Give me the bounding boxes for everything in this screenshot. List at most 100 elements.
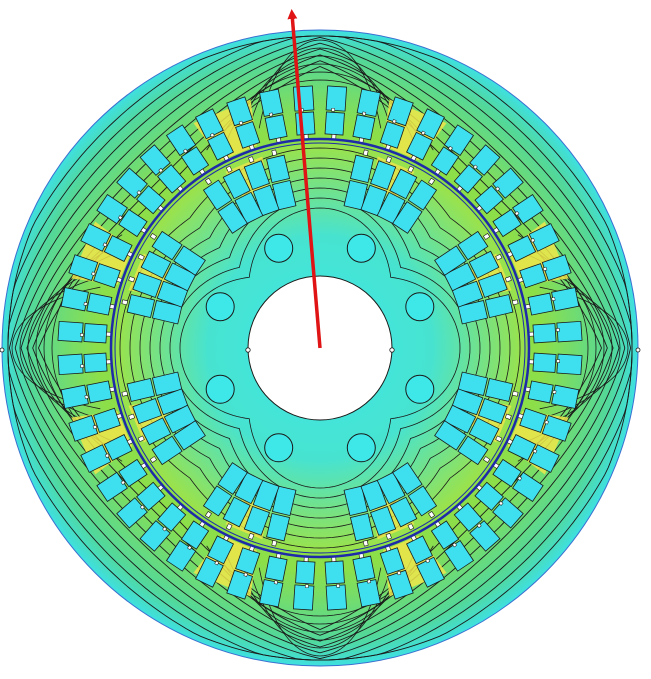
rotor-slot — [343, 149, 374, 211]
stator-slot-marker — [336, 583, 340, 588]
rotor-flux-line — [179, 207, 461, 489]
rotor-slots — [121, 149, 519, 547]
rotor-slot — [376, 165, 418, 225]
stator-pole-flux-line — [258, 39, 382, 129]
rotor-slot-conductor-outer — [349, 154, 374, 184]
rotor-slot-conductor-outer — [266, 512, 291, 542]
stator-slot-conductor-outer — [541, 414, 572, 442]
stator-slot-conductor-outer — [57, 320, 84, 343]
rotor-slot-wedge — [407, 523, 415, 531]
stator-slot-conductor-outer — [57, 353, 84, 376]
rotor-slot-wedge — [495, 435, 503, 443]
stator-pole-flux-line — [539, 286, 629, 410]
stator-slot-conductor-outer — [60, 287, 89, 312]
stator-slot-conductor-outer — [139, 520, 171, 552]
stator-slot-conductor-outer — [386, 96, 414, 127]
stator-slot-marker — [182, 148, 188, 154]
rotor-slot-wedge — [407, 165, 415, 173]
air-gap-ring — [109, 137, 531, 559]
air-gap-ring-inner — [114, 142, 526, 554]
rotor-slot-wedge — [362, 149, 369, 157]
stator-slot-conductor-inner — [86, 380, 113, 404]
rotor-slot-wedge — [271, 149, 278, 157]
rotor-cutout-hole — [205, 292, 235, 322]
stator-slot-marker — [162, 526, 168, 532]
rotor-slot-conductor-outer — [132, 398, 163, 425]
stator-slot-conductor-outer — [292, 85, 315, 112]
stator-slot-conductor-outer — [443, 540, 475, 572]
rotor-slot — [137, 250, 197, 292]
rotor-slot-conductor-outer — [202, 179, 233, 211]
rotor-slot-conductor-outer — [151, 435, 183, 466]
stator-pole-flux-line — [247, 47, 393, 132]
rotor-slot-wedge — [428, 510, 436, 519]
rotor-slot-conductor-inner — [272, 179, 297, 211]
stator-slot-conductor-outer — [356, 579, 381, 608]
stator-slot-marker — [396, 570, 402, 576]
stator-slot-marker — [551, 296, 556, 302]
rotor-slot — [222, 165, 264, 225]
stator-slot-conductor-outer — [165, 124, 197, 156]
stator-slot-conductor-outer — [492, 167, 524, 199]
stator-slot — [80, 434, 134, 473]
rotor-slot-conductor-outer — [457, 230, 489, 261]
stator-slot-conductor-inner — [527, 292, 554, 316]
rotor-slot — [243, 479, 280, 540]
rotor-slot-wedge — [137, 435, 145, 443]
rotor-slot-conductor-inner — [156, 388, 189, 416]
stator-slot-conductor-outer — [356, 88, 381, 117]
rotor-slot — [451, 388, 512, 425]
rotor-cutout-hole — [405, 374, 435, 404]
rotor-slot — [434, 420, 491, 466]
stator-slot-marker — [362, 111, 367, 116]
stator-slot-conductor-outer — [512, 193, 544, 225]
rotor-slot-conductor-outer — [407, 485, 438, 517]
rotor-cutout-hole — [405, 292, 435, 322]
stator-slot — [324, 556, 348, 611]
rotor-slot-conductor-outer — [477, 398, 508, 425]
stator-slot — [226, 96, 261, 152]
stator-flux-line — [20, 48, 620, 648]
rotor-slot-conductor-inner — [217, 462, 248, 495]
stator-slot — [352, 88, 381, 144]
rotor-slot — [343, 485, 374, 547]
rotor-slot-conductor-inner — [163, 404, 197, 434]
rotor-slot — [434, 230, 491, 276]
stator-slot — [57, 352, 112, 376]
stator-slot-conductor-inner — [264, 114, 288, 141]
rotor-slot-wedge — [128, 276, 136, 283]
stator-slot-marker — [91, 271, 96, 276]
rotor-slot-conductor-inner — [173, 245, 206, 276]
rotor-slot-conductor-outer — [222, 496, 251, 528]
stator-slot-marker — [555, 328, 560, 332]
stator-slot-marker — [331, 107, 335, 112]
rotor-slot — [121, 294, 183, 325]
rotor-slot-wedge — [511, 299, 519, 306]
rotor-slot-conductor-inner — [451, 280, 484, 308]
rotor-slot-conductor-outer — [140, 417, 172, 446]
rotor-slot — [392, 177, 438, 234]
stator-slot — [165, 520, 210, 572]
rotor-slot-conductor-inner — [360, 184, 388, 217]
stator-slot-conductor-outer — [325, 85, 348, 112]
rotor-slot-wedge — [204, 510, 212, 519]
stator-slot-conductor-inner — [295, 560, 316, 585]
stator-slot-conductor-inner — [352, 555, 376, 582]
stator-slot-marker — [514, 210, 520, 216]
stator-flux-line — [32, 60, 608, 636]
rotor-slot — [360, 479, 397, 540]
stator-pole-flux-line — [11, 286, 101, 410]
stator-slot-conductor-outer — [469, 520, 501, 552]
rotor-cutout-hole — [346, 433, 376, 463]
rotor-slot — [137, 404, 197, 446]
rotor-slot-conductor-outer — [266, 154, 291, 184]
rotor-slot-wedge — [271, 539, 278, 547]
rotor-slot-wedge — [225, 165, 233, 173]
stator-slot-marker — [136, 190, 142, 196]
stator-slot-marker — [532, 448, 538, 454]
stator-slot — [292, 85, 316, 140]
stator-slot-marker — [420, 130, 426, 136]
stator-slot — [453, 144, 501, 194]
rotor-slot-conductor-inner — [343, 485, 368, 517]
rotor-slot — [443, 404, 503, 446]
